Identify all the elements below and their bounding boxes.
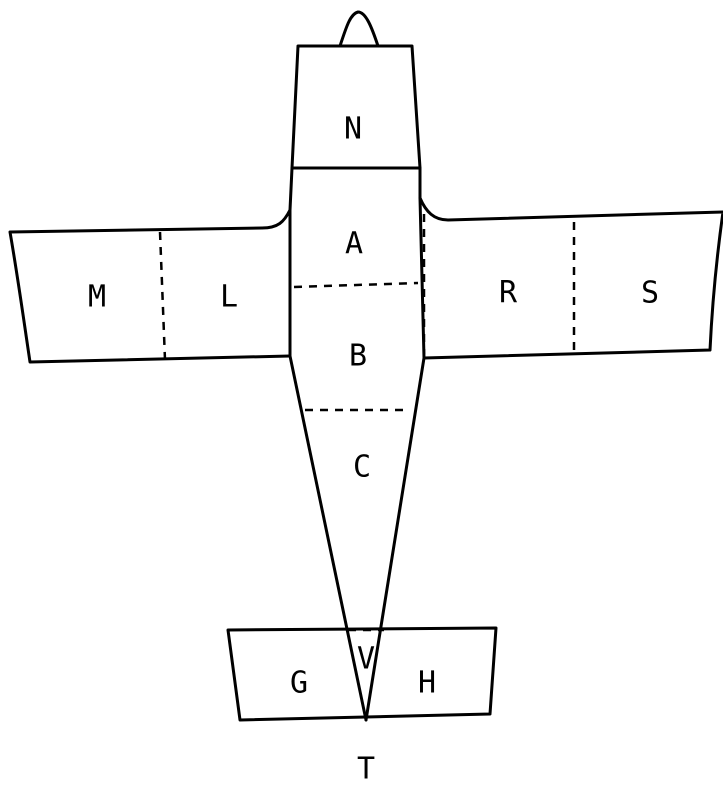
label-fuselage-front: A <box>345 227 363 262</box>
label-nose: N <box>344 112 362 147</box>
label-tail-center: V <box>357 642 375 677</box>
label-left-tail: G <box>290 666 308 701</box>
label-tail-tip: T <box>357 752 375 787</box>
propeller-spinner-outline <box>340 12 378 46</box>
divider-left-wing-segments <box>160 232 165 360</box>
label-fuselage-rear: C <box>353 450 371 485</box>
label-right-tail: H <box>418 666 436 701</box>
label-right-wing-outer: S <box>641 276 659 311</box>
label-right-wing-inner: R <box>499 276 518 311</box>
right-wing-outline <box>420 198 723 358</box>
label-left-wing-inner: L <box>220 280 238 315</box>
label-fuselage-mid: B <box>349 339 367 374</box>
fuselage-right-outline <box>366 168 424 720</box>
left-wing-outline <box>10 210 290 362</box>
divider-a-b <box>294 283 418 287</box>
nose-outline <box>292 46 420 168</box>
label-left-wing-outer: M <box>88 280 106 315</box>
